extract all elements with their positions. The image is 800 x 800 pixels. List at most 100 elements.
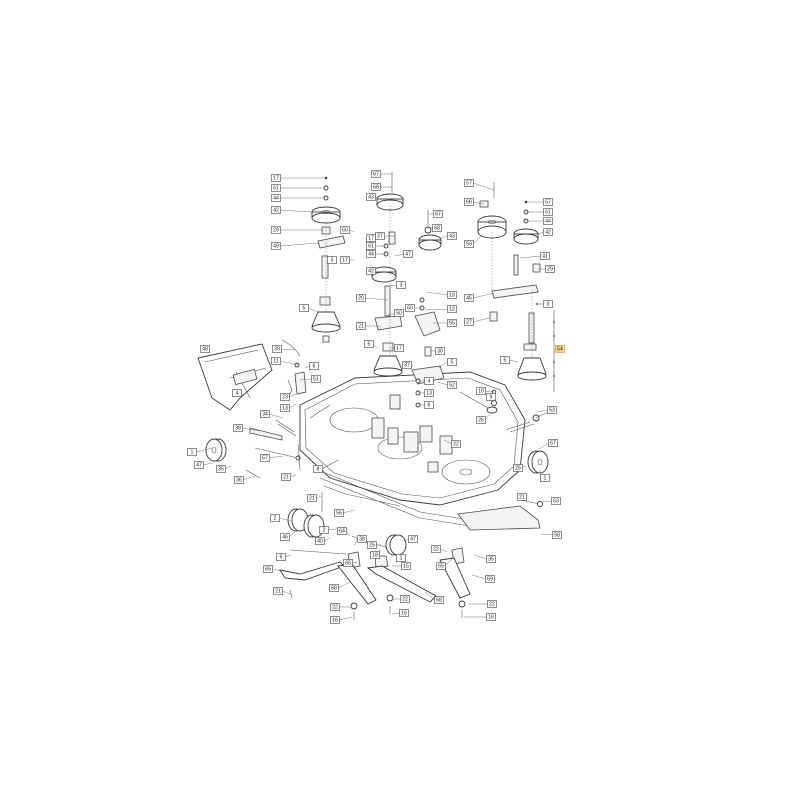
part-label-box bbox=[476, 387, 486, 395]
part-number-text: 11 bbox=[273, 358, 278, 364]
part-label-box bbox=[340, 226, 350, 234]
part-label-60: 60 bbox=[340, 226, 350, 234]
part-label-59: 59 bbox=[464, 240, 474, 248]
part-label-16: 16 bbox=[330, 616, 340, 624]
part-label-18: 18 bbox=[370, 551, 380, 559]
part-label-65: 65 bbox=[436, 562, 446, 570]
part-number-text: 44 bbox=[273, 195, 279, 201]
part-label-34: 34 bbox=[260, 410, 270, 418]
part-label-55: 55 bbox=[447, 319, 457, 327]
pulley-right-large bbox=[477, 182, 507, 239]
part-label-6: 6 bbox=[309, 362, 319, 370]
part-label-3: 3 bbox=[543, 300, 553, 308]
leader-line bbox=[394, 253, 405, 257]
part-label-29: 29 bbox=[545, 265, 555, 273]
part-label-25: 25 bbox=[367, 541, 377, 549]
spindle-center bbox=[373, 342, 445, 408]
leader-line bbox=[289, 474, 297, 478]
part-label-box bbox=[216, 465, 226, 473]
part-number-text: 37 bbox=[404, 362, 410, 368]
part-label-23: 23 bbox=[280, 393, 290, 401]
part-label-box bbox=[399, 609, 409, 617]
leader-line bbox=[268, 455, 284, 459]
part-number-text: 57 bbox=[466, 180, 472, 186]
part-number-text: 38 bbox=[235, 425, 241, 431]
part-label-box bbox=[340, 256, 350, 264]
part-label-box bbox=[356, 294, 366, 302]
leader-line bbox=[271, 568, 283, 572]
part-number-text: 16 bbox=[401, 610, 407, 616]
part-label-box bbox=[200, 345, 210, 353]
part-label-box bbox=[233, 424, 243, 432]
part-number-text: 30 bbox=[437, 348, 443, 354]
part-number-text: 17 bbox=[342, 257, 348, 263]
leader-line bbox=[382, 312, 396, 318]
part-label-box bbox=[464, 318, 474, 326]
part-number-text: 29 bbox=[273, 227, 279, 233]
part-label-box bbox=[281, 473, 291, 481]
part-label-box bbox=[273, 587, 283, 595]
part-label-box bbox=[447, 291, 457, 299]
part-number-text: 68 bbox=[434, 225, 440, 231]
part-number-text: 3 bbox=[547, 301, 550, 307]
part-number-text: 20 bbox=[358, 295, 364, 301]
part-number-text: 1 bbox=[191, 449, 194, 455]
leader-line bbox=[436, 381, 449, 386]
part-label-63: 63 bbox=[551, 497, 561, 505]
part-label-box bbox=[309, 362, 319, 370]
part-label-9: 9 bbox=[486, 393, 496, 401]
part-number-text: 21 bbox=[283, 474, 289, 480]
part-label-box bbox=[270, 514, 280, 522]
leader-line bbox=[279, 209, 313, 213]
part-label-box bbox=[394, 344, 404, 352]
part-number-text: 4 bbox=[428, 378, 431, 384]
part-number-text: 29 bbox=[547, 266, 553, 272]
part-label-35: 35 bbox=[216, 465, 226, 473]
leader-line bbox=[472, 317, 490, 323]
part-label-box bbox=[371, 183, 381, 191]
part-label-2: 2 bbox=[270, 514, 280, 522]
part-label-box bbox=[402, 361, 412, 369]
part-label-box bbox=[486, 613, 496, 621]
part-number-text: 38 bbox=[359, 536, 365, 542]
part-label-22: 22 bbox=[431, 545, 441, 553]
part-label-20: 20 bbox=[356, 294, 366, 302]
part-label-47: 47 bbox=[403, 250, 413, 258]
part-label-box bbox=[330, 603, 340, 611]
part-number-text: 21 bbox=[519, 494, 525, 500]
part-label-61: 61 bbox=[271, 184, 281, 192]
part-number-text: 1 bbox=[544, 475, 547, 481]
part-label-box bbox=[447, 232, 457, 240]
leader-line bbox=[299, 378, 313, 381]
part-number-text: 51 bbox=[313, 376, 319, 382]
part-label-box bbox=[343, 559, 353, 567]
part-label-41: 41 bbox=[540, 252, 550, 260]
part-number-text: 55 bbox=[449, 320, 455, 326]
part-label-box bbox=[447, 381, 457, 389]
part-label-box bbox=[271, 226, 281, 234]
part-number-text: 68 bbox=[331, 585, 337, 591]
leader-line bbox=[348, 229, 355, 233]
part-number-text: 54 bbox=[557, 346, 563, 352]
part-number-text: 17 bbox=[396, 345, 402, 351]
part-number-text: 67 bbox=[435, 211, 441, 217]
part-number-text: 6 bbox=[280, 554, 283, 560]
part-label-25: 25 bbox=[513, 464, 523, 472]
part-label-box bbox=[424, 377, 434, 385]
part-label-box bbox=[366, 242, 376, 250]
part-number-text: 9 bbox=[490, 394, 493, 400]
right-brackets bbox=[486, 389, 553, 433]
leader-line bbox=[426, 291, 449, 296]
part-label-57: 57 bbox=[543, 198, 553, 206]
part-number-text: 16 bbox=[332, 617, 338, 623]
leader-line bbox=[387, 284, 398, 287]
pulley-center-top bbox=[371, 172, 404, 317]
part-label-54: 54 bbox=[555, 345, 565, 353]
spindle-left bbox=[311, 296, 341, 343]
part-label-22: 22 bbox=[330, 603, 340, 611]
part-number-text: 27 bbox=[466, 319, 472, 325]
part-label-67: 67 bbox=[433, 210, 443, 218]
part-label-1: 1 bbox=[187, 448, 197, 456]
part-label-box bbox=[486, 555, 496, 563]
